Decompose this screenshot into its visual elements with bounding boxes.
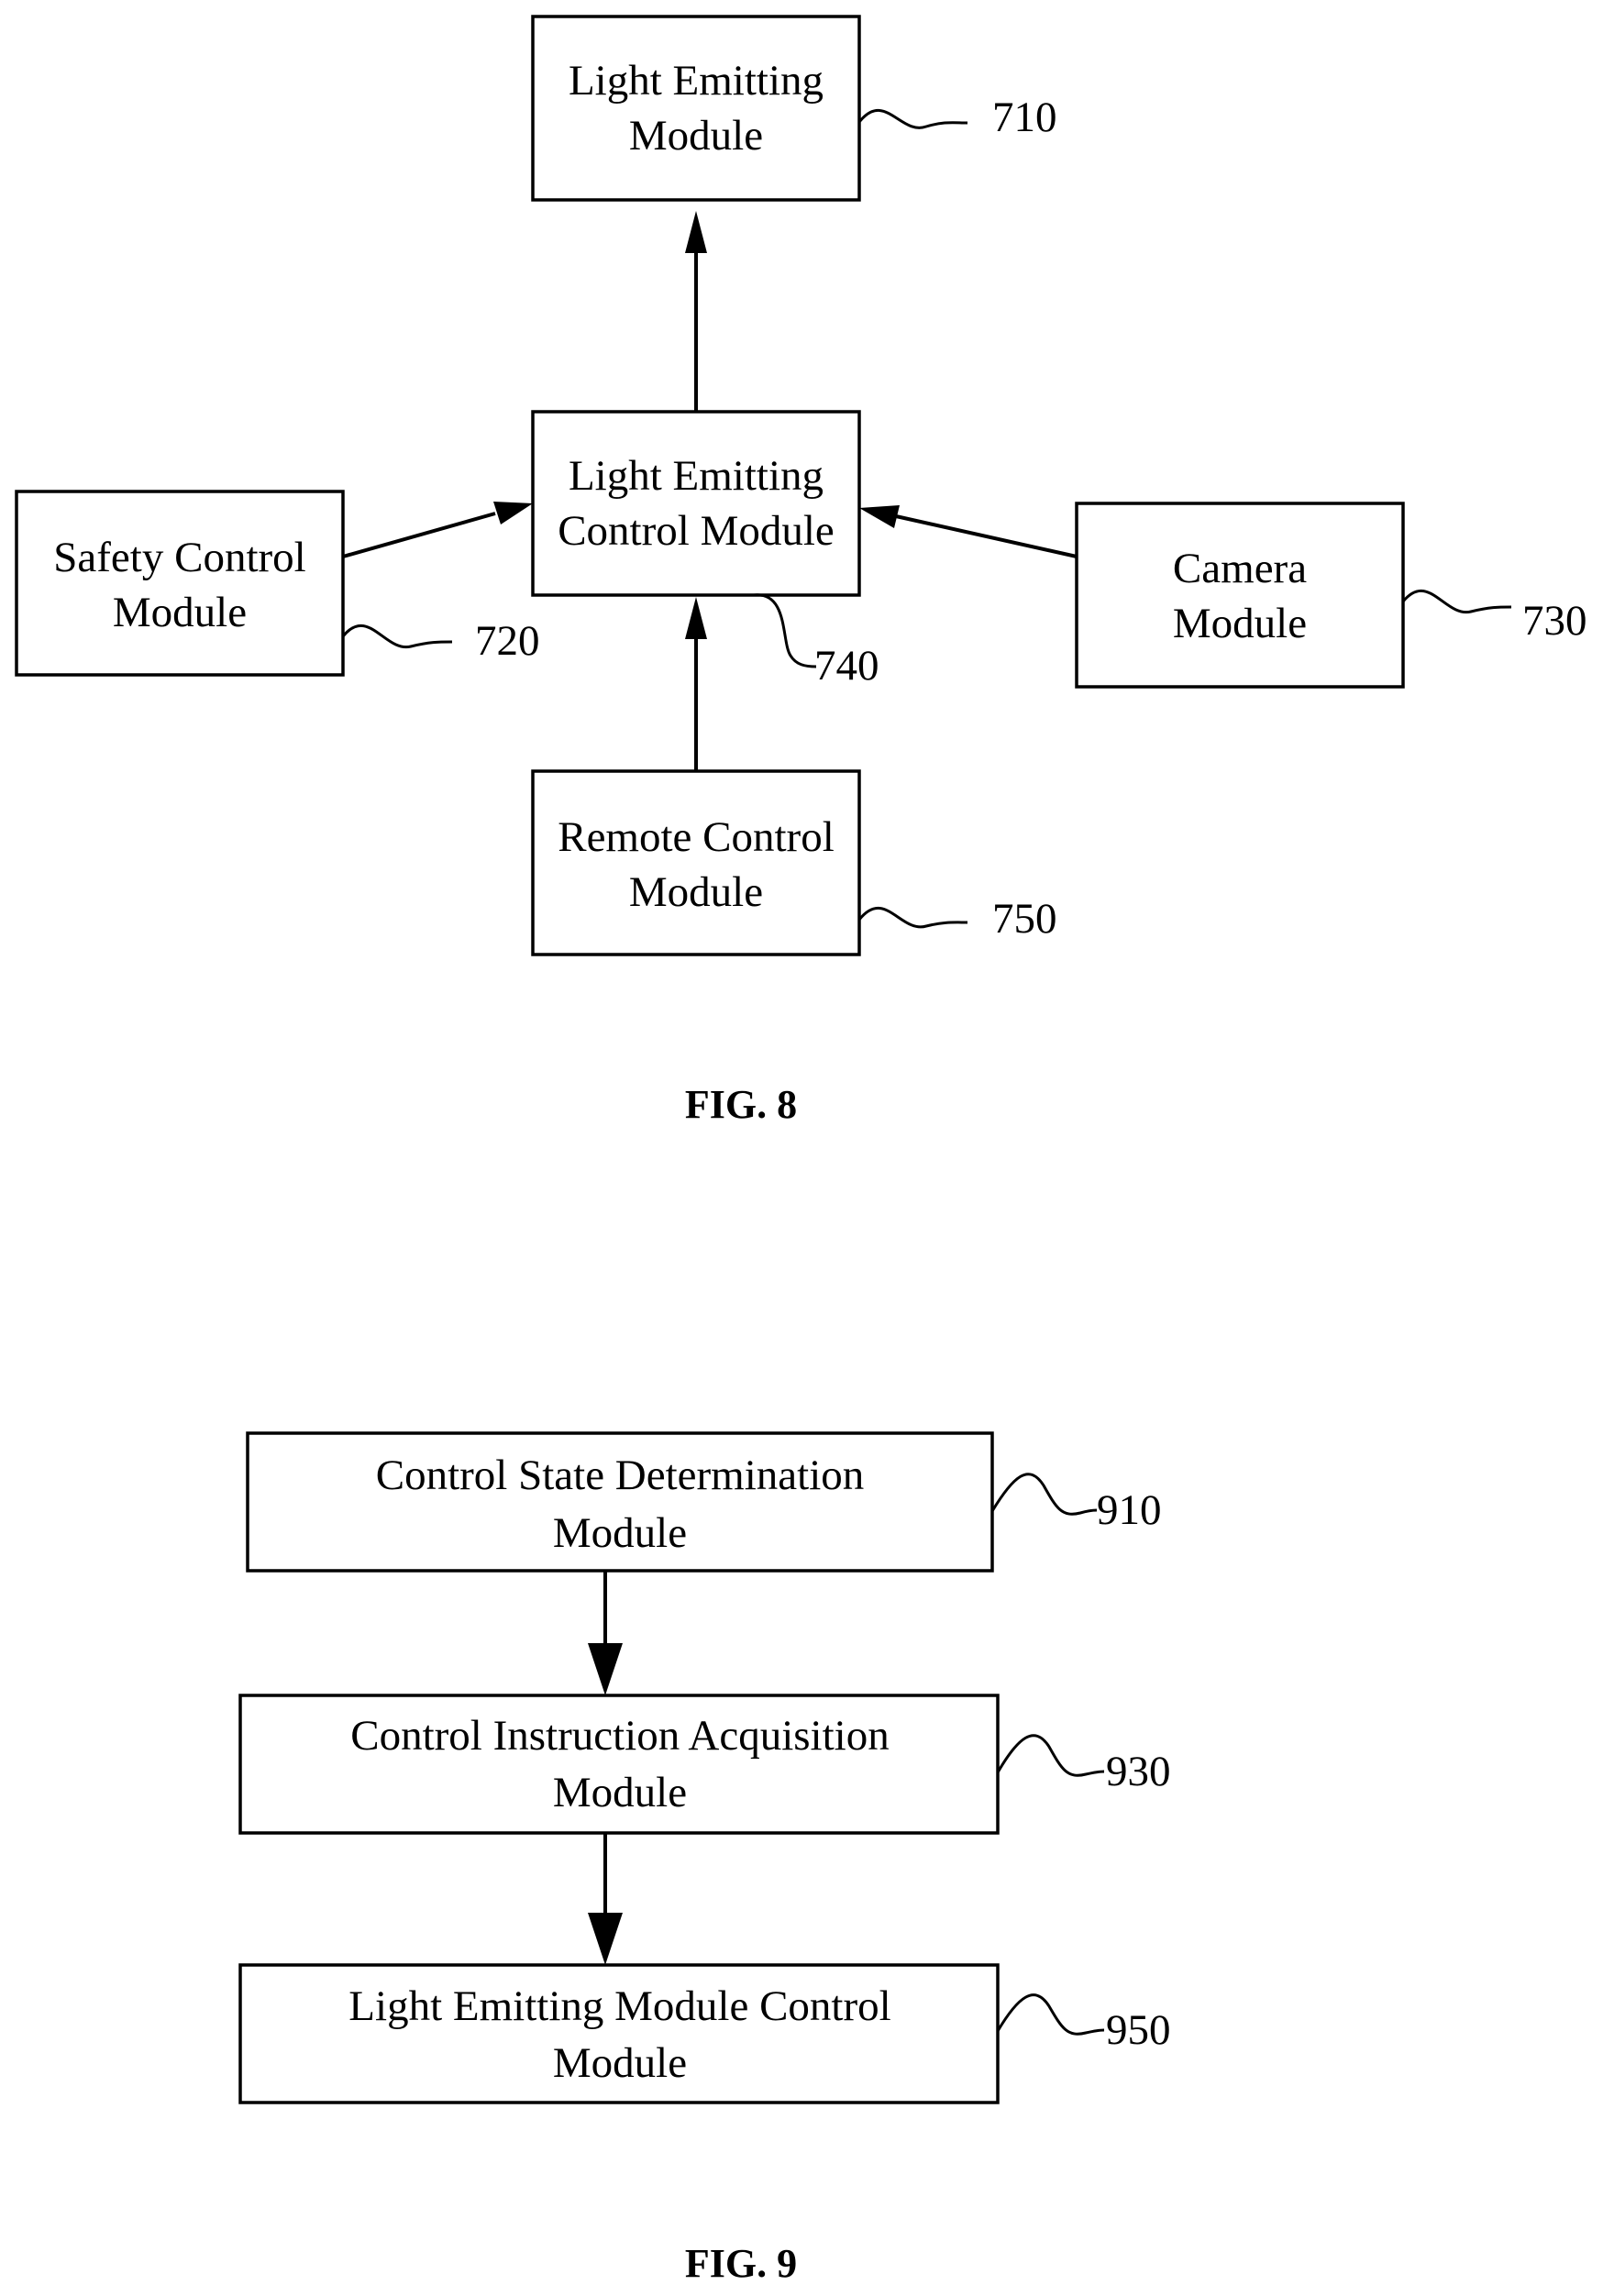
control-instruction-acquisition-module-label-line2: Module [553,1769,687,1816]
light-emitting-module-control-module-label-line2: Module [553,2039,687,2087]
control-state-determination-module-label-line2: Module [553,1509,687,1557]
camera-module-label-line2: Module [1173,600,1307,647]
light-emitting-module-box [533,17,859,200]
arrow-910-to-930-head [588,1643,623,1695]
arrow-camera-to-control-head [859,505,900,528]
camera-module-box [1077,503,1403,687]
light-emitting-module-control-module-block: Light Emitting Module Control Module 950 [240,1965,1171,2103]
light-emitting-control-module-box [533,412,859,595]
camera-module-label-line1: Camera [1173,545,1307,592]
camera-module-ref-label: 730 [1522,597,1587,645]
remote-control-module-block: Remote Control Module 750 [533,771,1057,955]
light-emitting-module-block: Light Emitting Module 710 [533,17,1057,200]
safety-control-module-label-line2: Module [113,589,247,636]
remote-control-module-ref-label: 750 [992,895,1057,943]
control-instruction-acquisition-module-leader-line [998,1736,1104,1776]
light-emitting-control-module-block: Light Emitting Control Module 740 [533,412,879,690]
fig8-caption: FIG. 8 [685,1082,797,1127]
fig9-caption: FIG. 9 [685,2241,797,2286]
arrow-remote-to-control-head [685,597,707,639]
figure-8: Light Emitting Module 710 Light Emitting… [17,17,1587,1127]
remote-control-module-box [533,771,859,955]
safety-control-module-leader-line [343,625,452,646]
arrow-safety-to-control-shaft [343,513,495,557]
remote-control-module-label-line2: Module [629,868,763,916]
arrow-control-to-light-emitting-head [685,211,707,253]
light-emitting-control-module-label-line1: Light Emitting [569,452,824,500]
light-emitting-control-module-ref-label: 740 [814,642,879,690]
arrow-camera-to-control-shaft [896,516,1077,557]
light-emitting-module-control-module-label-line1: Light Emitting Module Control [348,1982,890,2030]
control-state-determination-module-leader-line [992,1474,1097,1515]
safety-control-module-box [17,491,343,675]
light-emitting-module-label-line2: Module [629,112,763,160]
light-emitting-module-control-module-leader-line [998,1995,1104,2035]
camera-module-block: Camera Module 730 [1077,503,1587,687]
control-state-determination-module-label-line1: Control State Determination [376,1452,865,1499]
light-emitting-module-ref-label: 710 [992,94,1057,141]
control-instruction-acquisition-module-block: Control Instruction Acquisition Module 9… [240,1695,1171,1833]
control-instruction-acquisition-module-label-line1: Control Instruction Acquisition [350,1712,889,1760]
safety-control-module-ref-label: 720 [475,617,540,665]
arrow-930-to-950-head [588,1913,623,1965]
light-emitting-module-label-line1: Light Emitting [569,57,824,105]
remote-control-module-leader-line [859,908,967,926]
light-emitting-module-control-module-ref-label: 950 [1106,2006,1171,2054]
control-instruction-acquisition-module-ref-label: 930 [1106,1748,1171,1795]
light-emitting-module-leader-line [859,110,967,127]
control-state-determination-module-ref-label: 910 [1097,1486,1162,1534]
safety-control-module-block: Safety Control Module 720 [17,491,540,675]
light-emitting-control-module-leader-line [754,595,816,667]
remote-control-module-label-line1: Remote Control [558,813,835,861]
safety-control-module-label-line1: Safety Control [53,534,305,581]
camera-module-leader-line [1403,591,1511,612]
figure-9: Control State Determination Module 910 C… [240,1433,1171,2286]
control-state-determination-module-block: Control State Determination Module 910 [248,1433,1162,1571]
arrow-safety-to-control-head [493,502,533,524]
light-emitting-control-module-label-line2: Control Module [558,507,835,555]
